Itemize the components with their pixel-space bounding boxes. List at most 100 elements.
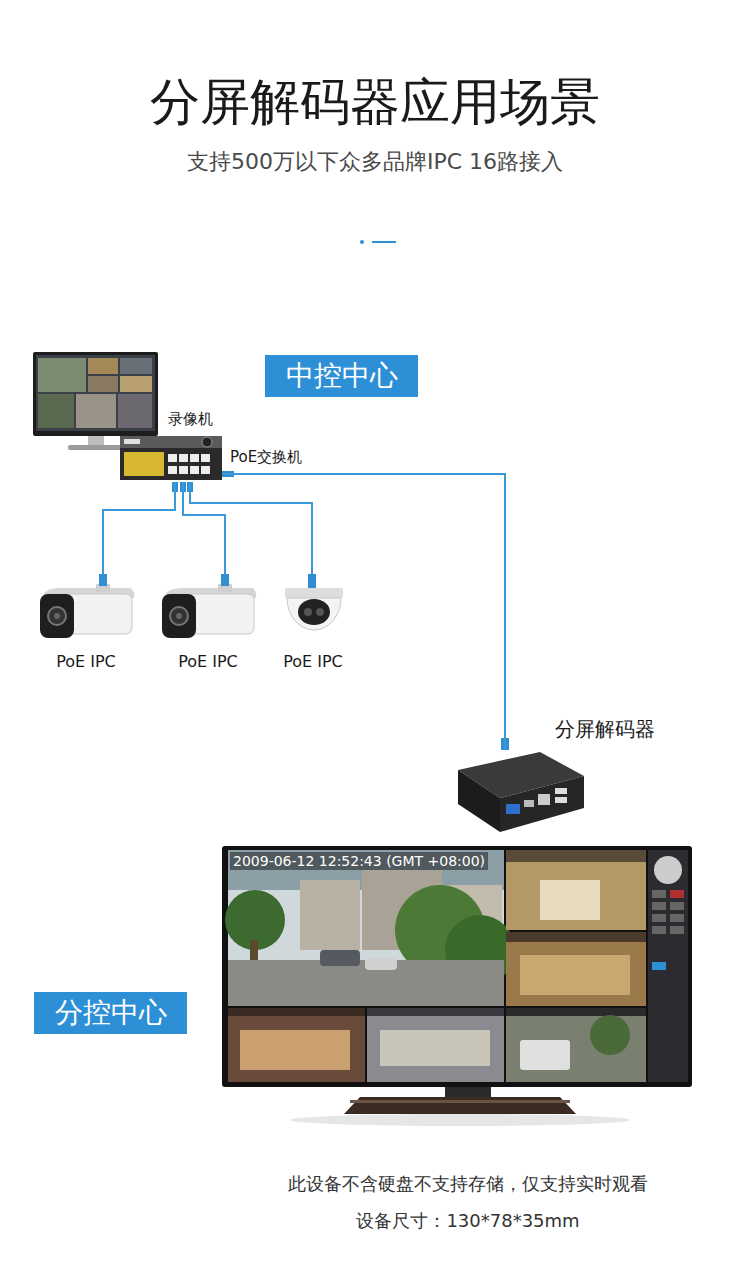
- tv-illustration: [290, 1114, 630, 1126]
- switch-device: PoE交换机: [118, 436, 222, 482]
- screen-timestamp: 2009-06-12 12:52:43 (GMT +08:00): [230, 852, 488, 870]
- monitor-illustration: [120, 376, 152, 392]
- title-decoration: [372, 241, 396, 243]
- tag-text: 分控中心: [55, 996, 167, 1030]
- poe-switch-illustration: [168, 466, 177, 474]
- camera-device: PoE IPC: [278, 574, 348, 675]
- bullet-camera: [221, 574, 229, 586]
- decoder-illustration: [524, 800, 534, 807]
- device-label: PoE IPC: [38, 652, 134, 673]
- tv-illustration: [520, 955, 630, 995]
- bullet-camera: [170, 607, 188, 625]
- poe-switch-illustration: [202, 437, 212, 447]
- tv-illustration: [367, 1008, 504, 1082]
- tv-illustration: [300, 880, 360, 950]
- monitor-illustration: [88, 376, 118, 392]
- bullet-camera: [99, 574, 107, 586]
- monitor-illustration: [33, 352, 158, 436]
- tv-illustration: [222, 846, 692, 1126]
- tv-illustration: [506, 1008, 646, 1082]
- monitor-illustration: [68, 445, 124, 450]
- tv-illustration: [652, 962, 666, 970]
- poe-switch-illustration: [179, 454, 188, 462]
- tv-illustration: [670, 914, 684, 922]
- monitor-illustration: [88, 436, 104, 446]
- center-tag: 分控中心: [34, 992, 187, 1034]
- tv-illustration: [506, 850, 646, 862]
- tv-illustration: [670, 926, 684, 934]
- poe-switch-illustration: [201, 466, 210, 474]
- page-title: 分屏解码器应用场景: [0, 72, 750, 132]
- network-cable: [103, 482, 175, 574]
- tv-illustration: [506, 850, 646, 930]
- tv-illustration: [350, 1100, 570, 1103]
- tv-illustration: [670, 890, 684, 898]
- poe-switch-illustration: [120, 448, 222, 480]
- bullet-camera: [40, 594, 74, 638]
- monitor-illustration: [33, 352, 158, 450]
- poe-switch-illustration: [168, 454, 177, 462]
- tv-illustration: [506, 932, 646, 942]
- monitor-illustration: [120, 358, 152, 374]
- bullet-camera: [40, 574, 134, 638]
- tv-illustration: [240, 1030, 350, 1070]
- title-decoration: [360, 240, 364, 244]
- note: 此设备不含硬盘不支持存储，仅支持实时观看: [186, 1172, 750, 1195]
- camera-device: PoE IPC: [38, 574, 134, 675]
- tv-illustration: [520, 1040, 570, 1070]
- tv-illustration: [540, 880, 600, 920]
- tv-illustration: [652, 926, 666, 934]
- tv-illustration: [590, 1015, 630, 1055]
- bullet-camera: [162, 594, 196, 638]
- tv-illustration: [445, 1087, 491, 1097]
- tv-illustration: [652, 890, 666, 898]
- device-label: 录像机: [168, 410, 213, 430]
- device-label: PoE IPC: [278, 652, 348, 673]
- decoder-illustration: [458, 770, 500, 832]
- tv-illustration: [228, 1008, 365, 1016]
- decoder-illustration: [458, 738, 584, 832]
- dome-camera: [298, 599, 330, 625]
- poe-switch-illustration: [190, 454, 199, 462]
- decoder-illustration: [538, 794, 550, 805]
- dome-camera: [285, 588, 343, 598]
- decoder-illustration: [506, 804, 520, 814]
- network-cable: [190, 482, 312, 574]
- title-decoration: [360, 240, 396, 244]
- decoder-device: 分屏解码器: [455, 750, 585, 832]
- poe-switch-illustration: [190, 466, 199, 474]
- recorder-device: 录像机: [33, 350, 160, 438]
- dome-camera: [285, 574, 343, 630]
- dome-camera: [287, 598, 341, 630]
- tv-illustration: [670, 902, 684, 910]
- network-cable: [222, 474, 505, 750]
- subtitle: 支持500万以下众多品牌IPC 16路接入: [0, 148, 750, 177]
- dome-camera: [304, 608, 312, 616]
- tv-illustration: [648, 850, 688, 1082]
- decoder-illustration: [500, 776, 584, 832]
- tag-text: 中控中心: [286, 359, 398, 393]
- tv-illustration: [365, 958, 397, 970]
- poe-switch-illustration: [201, 454, 210, 462]
- poe-switch-illustration: [179, 466, 188, 474]
- dimension-note: 设备尺寸：130*78*35mm: [186, 1209, 750, 1232]
- decoder-illustration: [555, 788, 567, 794]
- tv-illustration: [652, 902, 666, 910]
- dome-camera: [316, 608, 324, 616]
- monitor-illustration: [88, 358, 118, 374]
- tv-illustration: [652, 914, 666, 922]
- tv-illustration: [506, 932, 646, 1006]
- bullet-camera: [176, 613, 182, 619]
- poe-switch-illustration: [124, 452, 164, 476]
- bullet-camera: [162, 574, 256, 638]
- tv-illustration: [344, 1097, 576, 1114]
- tv-illustration: [228, 1008, 365, 1082]
- tv-illustration: [320, 950, 360, 966]
- camera-device: PoE IPC: [160, 574, 256, 675]
- poe-switch-illustration: [120, 436, 222, 448]
- tv-illustration: [380, 1030, 490, 1066]
